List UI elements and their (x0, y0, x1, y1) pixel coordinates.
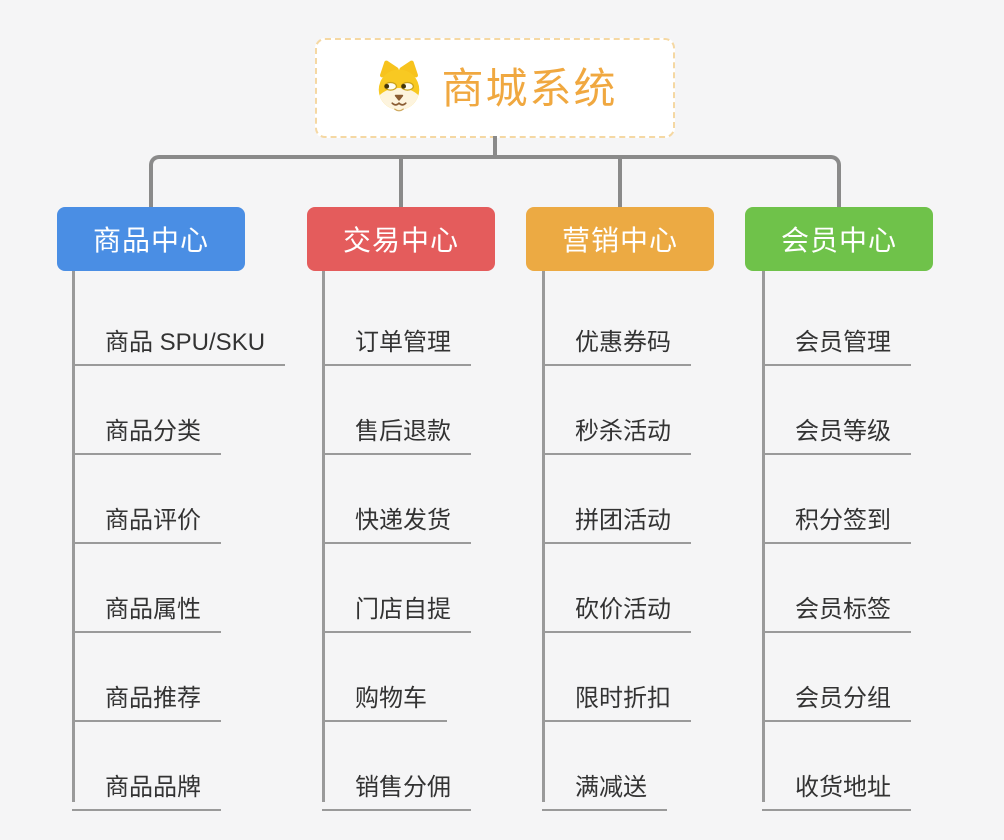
leaf-label: 商品品牌 (105, 774, 201, 801)
leaf-label: 购物车 (355, 685, 427, 712)
leaf-node[interactable]: 会员分组 (762, 671, 911, 722)
leaf-label: 商品评价 (105, 507, 201, 534)
leaf-label: 限时折扣 (575, 685, 671, 712)
connector-drop-trade (399, 158, 403, 208)
branch-label: 会员中心 (780, 225, 897, 256)
leaf-node[interactable]: 满减送 (542, 760, 667, 811)
branch-label: 营销中心 (561, 225, 678, 256)
leaf-label: 商品 SPU/SKU (105, 329, 266, 356)
leaf-node[interactable]: 销售分佣 (322, 760, 471, 811)
leaf-label: 拼团活动 (575, 507, 671, 534)
leaf-label: 商品属性 (105, 596, 201, 623)
leaf-node[interactable]: 订单管理 (322, 315, 471, 366)
leaf-label: 商品推荐 (105, 685, 201, 712)
leaf-node[interactable]: 砍价活动 (542, 582, 691, 633)
leaf-label: 销售分佣 (355, 774, 451, 801)
connector-bracket (149, 155, 841, 209)
leaf-node[interactable]: 门店自提 (322, 582, 471, 633)
leaf-label: 满减送 (575, 774, 647, 801)
leaf-label: 砍价活动 (575, 596, 671, 623)
leaf-node[interactable]: 会员标签 (762, 582, 911, 633)
leaf-label: 快递发货 (355, 507, 451, 534)
leaf-node[interactable]: 优惠券码 (542, 315, 691, 366)
leaf-node[interactable]: 限时折扣 (542, 671, 691, 722)
branch-tree-line-member (762, 271, 765, 802)
leaf-node[interactable]: 商品推荐 (72, 671, 221, 722)
leaf-node[interactable]: 会员管理 (762, 315, 911, 366)
leaf-node[interactable]: 商品评价 (72, 493, 221, 544)
leaf-label: 秒杀活动 (575, 418, 671, 445)
branch-tree-line-marketing (542, 271, 545, 802)
leaf-label: 会员分组 (795, 685, 891, 712)
branch-label: 商品中心 (92, 225, 209, 256)
leaf-node[interactable]: 拼团活动 (542, 493, 691, 544)
leaf-label: 售后退款 (355, 418, 451, 445)
leaf-node[interactable]: 秒杀活动 (542, 404, 691, 455)
leaf-node[interactable]: 售后退款 (322, 404, 471, 455)
leaf-label: 商品分类 (105, 418, 201, 445)
connector-root-stub (493, 136, 497, 157)
leaf-label: 订单管理 (355, 329, 451, 356)
leaf-node[interactable]: 收货地址 (762, 760, 911, 811)
branch-header-trade-center[interactable]: 交易中心 (307, 207, 495, 271)
leaf-node[interactable]: 商品 SPU/SKU (72, 315, 286, 366)
branch-tree-line-product (72, 271, 75, 802)
branch-header-product-center[interactable]: 商品中心 (57, 207, 245, 271)
leaf-label: 会员等级 (795, 418, 891, 445)
leaf-node[interactable]: 快递发货 (322, 493, 471, 544)
dog-icon (372, 60, 426, 116)
leaf-node[interactable]: 购物车 (322, 671, 447, 722)
root-title: 商城系统 (441, 65, 618, 112)
leaf-node[interactable]: 会员等级 (762, 404, 911, 455)
connector-drop-marketing (618, 158, 622, 208)
leaf-label: 会员管理 (795, 329, 891, 356)
leaf-node[interactable]: 商品分类 (72, 404, 221, 455)
leaf-label: 优惠券码 (575, 329, 671, 356)
leaf-label: 收货地址 (795, 774, 891, 801)
leaf-label: 会员标签 (795, 596, 891, 623)
leaf-node[interactable]: 商品品牌 (72, 760, 221, 811)
leaf-node[interactable]: 积分签到 (762, 493, 911, 544)
branch-header-member-center[interactable]: 会员中心 (745, 207, 933, 271)
branch-label: 交易中心 (342, 225, 459, 256)
leaf-label: 积分签到 (795, 507, 891, 534)
branch-tree-line-trade (322, 271, 325, 802)
root-node[interactable]: 商城系统 (315, 38, 675, 138)
leaf-node[interactable]: 商品属性 (72, 582, 221, 633)
leaf-label: 门店自提 (355, 596, 451, 623)
branch-header-marketing-center[interactable]: 营销中心 (526, 207, 714, 271)
